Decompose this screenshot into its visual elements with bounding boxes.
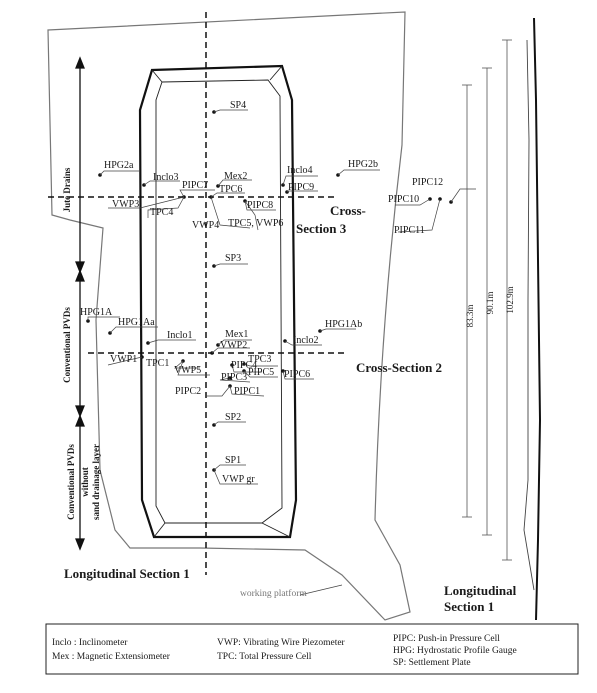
label-sp1: SP1 <box>225 455 241 466</box>
zone-no-sand-line2: without <box>80 467 90 497</box>
leader-lines <box>87 109 476 596</box>
label-hpg2b: HPG2b <box>348 159 378 170</box>
cross-section-2-title: Cross-Section 2 <box>356 360 442 375</box>
label-pipc3: PIPC3 <box>221 372 247 383</box>
label-tpc3: TPC3 <box>248 354 271 365</box>
label-hpg2a: HPG2a <box>104 160 134 171</box>
label-pipc11: PIPC11 <box>394 225 425 236</box>
label-vwp-gr: VWP gr <box>222 474 255 485</box>
label-pipc1: PIPC1 <box>234 386 260 397</box>
dim-label-90m: 90.1m <box>485 292 495 315</box>
embankment-crest <box>155 79 283 524</box>
label-pipc4: PIPC4 <box>231 360 257 371</box>
label-vwp4: VWP4 <box>192 220 219 231</box>
longitudinal-section-title-bottom: Longitudinal Section 1 <box>64 566 190 581</box>
label-inclo4: Inclo4 <box>287 165 313 176</box>
legend-inclo: Inclo : Inclinometer <box>52 638 128 648</box>
label-tpc6: TPC6 <box>219 184 242 195</box>
label-inclo3: Inclo3 <box>153 172 179 183</box>
label-pipc2: PIPC2 <box>175 386 201 397</box>
dim-label-83m: 83.3m <box>465 305 475 328</box>
zone-conventional-pvds: Conventional PVDs <box>62 307 72 383</box>
longitudinal-profile-inner <box>523 39 535 591</box>
label-inclo2: Inclo2 <box>293 335 319 346</box>
legend-box <box>45 623 579 675</box>
legend-sp: SP: Settlement Plate <box>393 658 471 668</box>
zone-jute-drains: Jute Drains <box>62 167 72 212</box>
label-vwp3: VWP3 <box>112 199 139 210</box>
label-tpc1: TPC1 <box>146 358 169 369</box>
label-pipc5: PIPC5 <box>248 367 274 378</box>
zone-no-sand-line3: sand drainage layer <box>91 444 101 520</box>
label-pipc8: PIPC8 <box>247 200 273 211</box>
working-platform-label: working platform <box>240 588 307 599</box>
label-hpg1aa: HPG1Aa <box>118 317 155 328</box>
cross-section-3-title-1: Cross- <box>330 203 366 218</box>
site-boundary <box>47 11 411 621</box>
label-sp3: SP3 <box>225 253 241 264</box>
dimension-83m <box>462 84 472 518</box>
label-pipc9: PIPC9 <box>288 182 314 193</box>
zone-arrows <box>75 56 85 551</box>
label-mex1: Mex1 <box>225 329 248 340</box>
cross-section-3-title-2: Section 3 <box>296 221 347 236</box>
label-tpc4: TPC4 <box>150 207 173 218</box>
zone-no-sand-line1: Conventional PVDs <box>66 444 76 520</box>
label-sp2: SP2 <box>225 412 241 423</box>
legend-tpc: TPC: Total Pressure Cell <box>217 652 312 662</box>
label-vwp1: VWP1 <box>110 354 137 365</box>
label-pipc12: PIPC12 <box>412 177 443 188</box>
label-hpg1a: HPG1A <box>80 307 113 318</box>
label-inclo1: Inclo1 <box>167 330 193 341</box>
label-mex2: Mex2 <box>224 171 247 182</box>
longitudinal-profile-outer <box>533 17 542 621</box>
label-vwp2: VWP2 <box>220 340 247 351</box>
label-tpc5-vwp6: TPC5, VWP6 <box>228 218 283 229</box>
longitudinal-section-title-right-2: Section 1 <box>444 599 494 614</box>
label-pipc6: PIPC6 <box>284 369 310 380</box>
legend-hpg: HPG: Hydrostatic Profile Gauge <box>393 645 517 656</box>
dimension-102m <box>502 39 512 561</box>
label-hpg1ab: HPG1Ab <box>325 319 362 330</box>
dim-label-102m: 102.9m <box>505 286 515 313</box>
legend-mex: Mex : Magnetic Extensiometer <box>52 652 171 662</box>
label-pipc7: PIPC7 <box>182 180 208 191</box>
label-vwp5: VWP5 <box>174 365 201 376</box>
dimension-90m <box>482 67 492 536</box>
label-sp4: SP4 <box>230 100 246 111</box>
legend-pipc: PIPC: Push-in Pressure Cell <box>393 634 500 644</box>
longitudinal-section-title-right-1: Longitudinal <box>444 583 517 598</box>
legend-vwp: VWP: Vibrating Wire Piezometer <box>217 638 346 648</box>
label-pipc10: PIPC10 <box>388 194 419 205</box>
